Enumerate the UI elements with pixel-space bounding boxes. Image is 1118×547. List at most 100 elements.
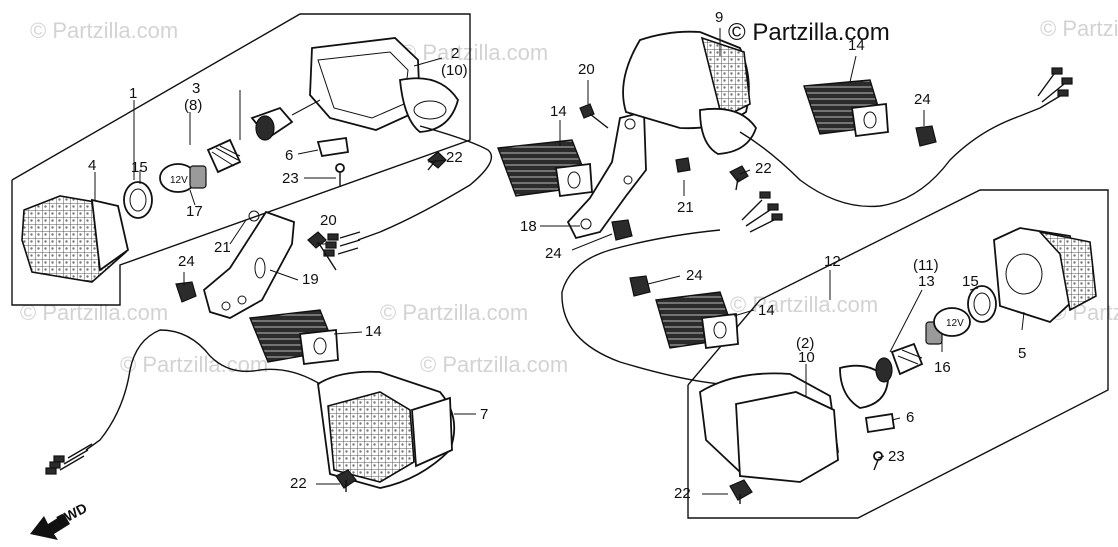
callout-13: 13: [918, 273, 935, 290]
lens-right: [993, 227, 1097, 324]
callout-15-left: 15: [131, 159, 148, 176]
bulb-right: 12V: [925, 307, 971, 345]
bolt-22-front-left: [335, 469, 357, 492]
relay-14-left: [249, 309, 339, 365]
callout-22-d: 22: [674, 485, 691, 502]
assembly-box-right: [687, 189, 1109, 519]
callout-labels: 1 2 (10) 3 (8) 4 15 17 6 23 22 20 21 24 …: [88, 9, 1026, 502]
callout-5: 5: [1018, 345, 1026, 362]
assembly-box-left: [11, 13, 471, 306]
watermark-text: © Partzilla.com: [20, 300, 168, 325]
turn-signal-housing-left-rear: [309, 37, 459, 133]
watermark-text: © Partzilla.com: [120, 352, 268, 377]
callout-10: 10: [798, 349, 815, 366]
screw-6-left: [316, 136, 350, 158]
leader-lines: [94, 28, 1025, 495]
callout-10-qty: (2): [796, 335, 814, 352]
callout-3: 3: [192, 80, 200, 97]
watermark-text: © Partzilla.com: [730, 292, 878, 317]
gasket-right: [967, 285, 997, 323]
callout-22-a: 22: [446, 149, 463, 166]
nut-24-top-right: [915, 125, 937, 147]
callout-7: 7: [480, 406, 488, 423]
gasket-left: [123, 181, 153, 219]
wire-connectors-rear-right: [1037, 67, 1073, 109]
bulb-socket-right: [875, 342, 924, 383]
callout-1: 1: [129, 85, 137, 102]
wire-connectors-left: [323, 231, 361, 257]
nut-21-center: [675, 157, 691, 173]
relay-14-top-right: [803, 79, 889, 138]
bracket-19: [202, 210, 295, 319]
wire-front-left: [85, 329, 321, 451]
watermark-text: © Partzilla.com: [380, 300, 528, 325]
callout-14-top-right: 14: [848, 37, 865, 54]
callout-24-left: 24: [178, 253, 195, 270]
spring-left: [206, 138, 242, 174]
callout-19: 19: [302, 271, 319, 288]
svg-text:12V: 12V: [170, 175, 188, 186]
forward-direction-indicator: FWD: [30, 500, 90, 540]
nut-24-left: [175, 281, 197, 303]
wire-connectors-front-left: [45, 443, 93, 475]
copyright-text: © Partzilla.com: [728, 19, 890, 46]
callout-12: 12: [824, 253, 841, 270]
fwd-label: FWD: [54, 500, 90, 529]
arrow-icon: [30, 514, 70, 540]
callout-21-center: 21: [677, 199, 694, 216]
screw-23-left: [335, 163, 345, 186]
watermark-text: © Partzilla.com: [30, 18, 178, 43]
bolt-22-center: [729, 165, 749, 191]
callout-2-qty: (10): [441, 62, 468, 79]
bolt-22-right: [729, 479, 753, 504]
nut-24-center: [611, 219, 633, 241]
callout-24-top-right: 24: [914, 91, 931, 108]
watermark-text: © Partzilla.com: [1040, 16, 1118, 41]
callout-24-mid: 24: [686, 267, 703, 284]
watermark-text: © Partzilla.com: [400, 40, 548, 65]
turn-signal-front-left: [317, 370, 456, 489]
callout-20-left: 20: [320, 212, 337, 229]
relay-14-mid: [655, 291, 739, 350]
callout-18: 18: [520, 218, 537, 235]
callout-14-center: 14: [550, 103, 567, 120]
svg-text:12V: 12V: [946, 318, 964, 329]
turn-signal-front-right: [699, 364, 889, 483]
callout-9: 9: [715, 9, 723, 26]
callout-15-right: 15: [962, 273, 979, 290]
watermark-text: © Partzilla.com: [420, 352, 568, 377]
turn-signal-rear-right: [622, 30, 757, 155]
wire-left-rear: [357, 125, 493, 241]
lens-left-rear: [21, 195, 130, 283]
bulb-left: 12V: [159, 163, 207, 193]
callout-24-center: 24: [545, 245, 562, 262]
bracket-18: [566, 110, 647, 240]
nut-24-mid: [629, 275, 651, 297]
callout-2: 2: [451, 45, 459, 62]
callout-14-left: 14: [365, 323, 382, 340]
screw-23-right: [873, 451, 883, 471]
callout-4: 4: [88, 157, 96, 174]
callout-20-top: 20: [578, 61, 595, 78]
callout-23-left: 23: [282, 170, 299, 187]
callout-23-right: 23: [888, 448, 905, 465]
wire-rear-right: [739, 107, 1041, 208]
relay-14-center: [497, 139, 593, 198]
wire-center-loop: [561, 191, 783, 385]
callout-6-left: 6: [285, 147, 293, 164]
callout-3-qty: (8): [184, 97, 202, 114]
callout-16: 16: [934, 359, 951, 376]
screw-6-right: [864, 412, 896, 434]
watermarks: © Partzilla.com © Partzilla.com © Partzi…: [20, 16, 1118, 377]
callout-6-right: 6: [906, 409, 914, 426]
bolt-20-left: [307, 231, 337, 271]
callout-22-b: 22: [290, 475, 307, 492]
callout-21-left: 21: [214, 239, 231, 256]
callout-22-c: 22: [755, 160, 772, 177]
bolt-20-top: [579, 103, 609, 129]
callout-13-qty: (11): [913, 257, 939, 274]
bulb-socket-left: [250, 99, 321, 141]
callout-14-mid: 14: [758, 302, 775, 319]
